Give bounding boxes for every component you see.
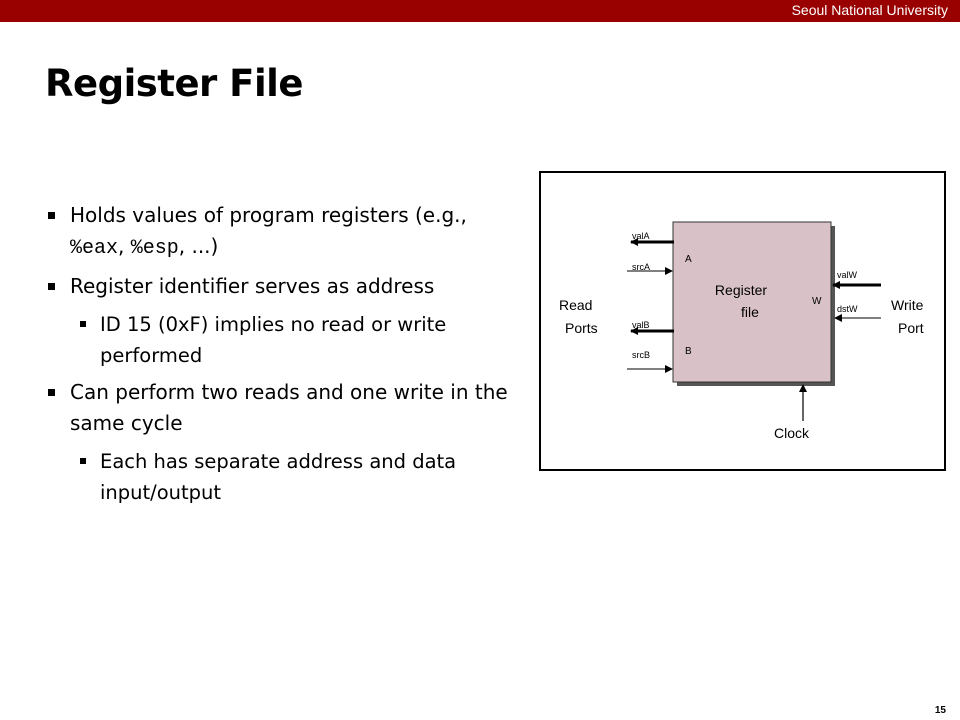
- valW-label: valW: [837, 270, 858, 280]
- bullet-item: Holds values of program registers (e.g.,…: [48, 200, 518, 264]
- valB-label: valB: [632, 320, 650, 330]
- read-ports-line1: Read: [559, 297, 592, 313]
- header-bar: Seoul National University: [0, 0, 960, 22]
- sub-bullet-item: ID 15 (0xF) implies no read or write per…: [48, 309, 518, 371]
- square-bullet-icon: [80, 321, 86, 327]
- bullet-text: Register identifier serves as address: [70, 274, 435, 298]
- block-label-line1: Register: [715, 282, 767, 298]
- register-file-block: [672, 221, 832, 383]
- bullet-text-separator: ,: [118, 234, 131, 258]
- square-bullet-icon: [48, 283, 55, 290]
- port-a-label: A: [685, 254, 692, 265]
- university-name: Seoul National University: [791, 2, 948, 18]
- bullet-item: Register identifier serves as address: [48, 271, 518, 302]
- valA-label: valA: [632, 231, 650, 241]
- code-eax: %eax: [70, 237, 119, 260]
- square-bullet-icon: [80, 458, 86, 464]
- sub-bullet-item: Each has separate address and data input…: [48, 446, 518, 508]
- write-port-line1: Write: [891, 297, 924, 313]
- code-esp: %esp: [130, 237, 179, 260]
- dstW-label: dstW: [837, 304, 858, 314]
- write-port-line2: Port: [898, 320, 924, 336]
- srcB-label: srcB: [632, 350, 650, 360]
- register-file-diagram: Register file A B W valA srcA valB srcB …: [539, 171, 946, 471]
- block-label-line2: file: [741, 304, 759, 320]
- slide-title: Register File: [45, 62, 303, 105]
- page-number: 15: [934, 705, 946, 716]
- bullet-text: Holds values of program registers (e.g.,: [70, 203, 467, 227]
- port-b-label: B: [685, 346, 692, 357]
- bullet-text-end: , ...): [178, 234, 219, 258]
- sub-bullet-text: ID 15 (0xF) implies no read or write per…: [100, 313, 447, 367]
- bullet-list: Holds values of program registers (e.g.,…: [48, 200, 518, 514]
- bullet-item: Can perform two reads and one write in t…: [48, 377, 518, 439]
- bullet-text: Can perform two reads and one write in t…: [70, 380, 508, 435]
- square-bullet-icon: [48, 212, 55, 219]
- clock-label: Clock: [774, 425, 810, 441]
- read-ports-line2: Ports: [565, 320, 598, 336]
- square-bullet-icon: [48, 389, 55, 396]
- sub-bullet-text: Each has separate address and data input…: [100, 450, 457, 504]
- port-w-label: W: [812, 296, 822, 307]
- diagram-svg: Register file A B W valA srcA valB srcB …: [559, 221, 924, 441]
- srcA-label: srcA: [632, 262, 650, 272]
